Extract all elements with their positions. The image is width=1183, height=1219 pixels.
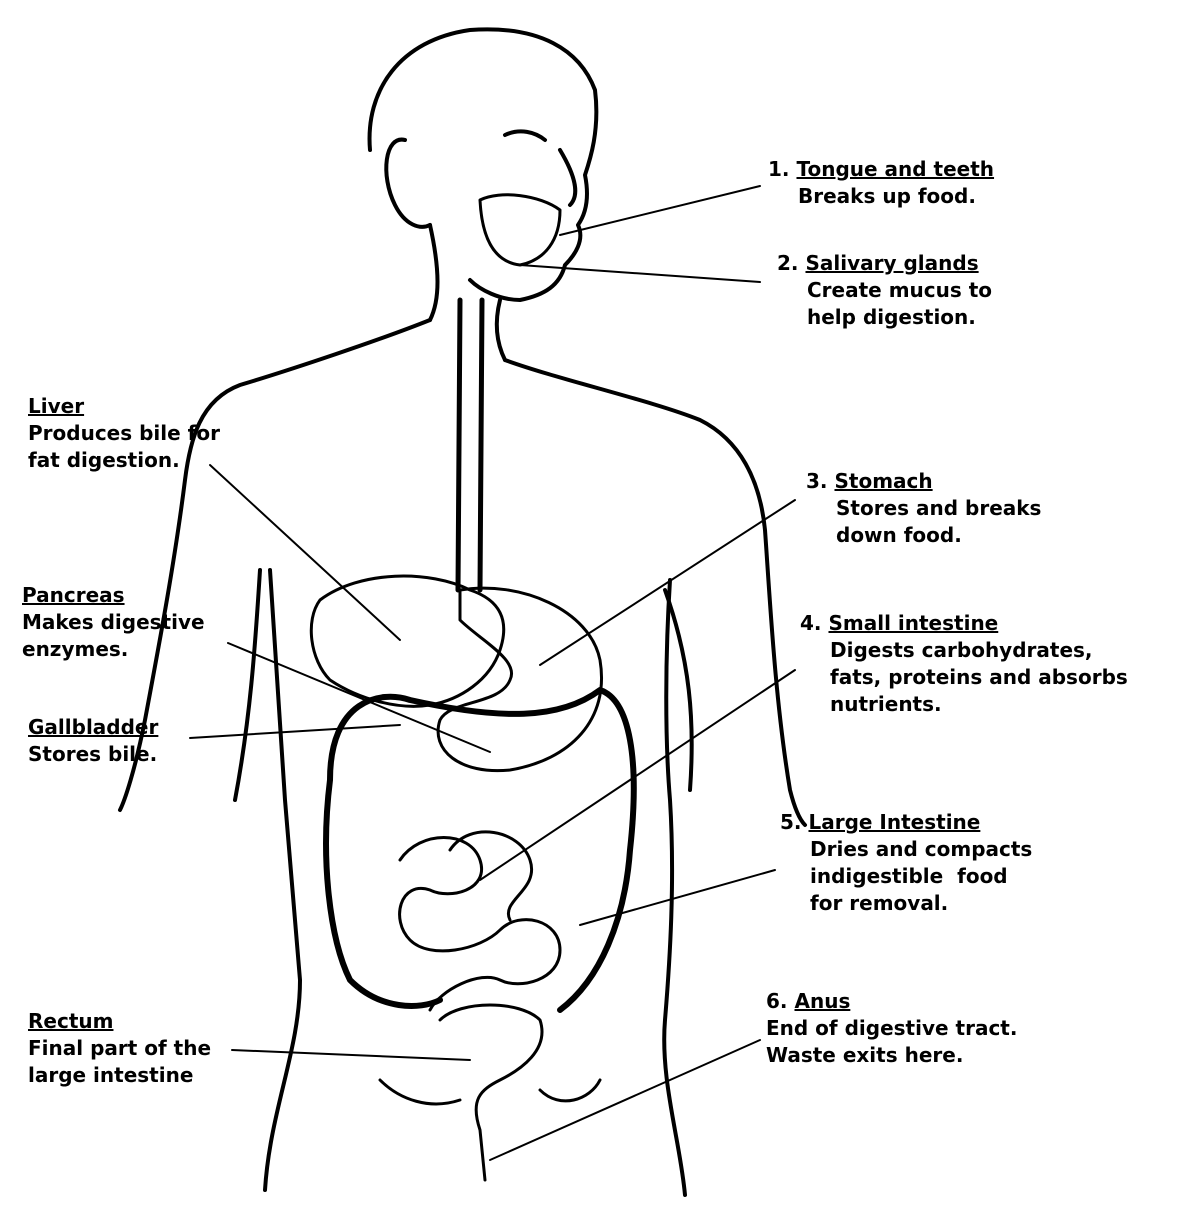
rectum-organ — [438, 1003, 544, 1182]
label-title: Large Intestine — [808, 810, 981, 834]
leader-lines — [189, 185, 796, 1161]
label-number: 3. — [806, 469, 828, 493]
label-title: Stomach — [834, 469, 933, 493]
leader-liver — [209, 464, 401, 641]
label-desc: Create mucus to — [807, 278, 993, 302]
small-intestine — [398, 830, 562, 1012]
leader-pancreas — [227, 642, 491, 753]
label-large-intestine: 5. Large Intestine Dries and compacts in… — [780, 809, 1032, 917]
label-liver: Liver Produces bile for fat digestion. — [28, 393, 220, 474]
pelvis — [378, 1078, 602, 1106]
label-desc: Produces bile for — [28, 421, 220, 445]
esophagus — [455, 297, 485, 593]
leader-salivary — [519, 264, 761, 283]
label-desc: Dries and compacts — [810, 837, 1033, 861]
stomach-organ — [436, 586, 603, 773]
label-title: Liver — [28, 394, 85, 418]
label-anus: 6. Anus End of digestive tract. Waste ex… — [766, 988, 1017, 1069]
eye — [503, 129, 547, 142]
large-intestine — [323, 687, 637, 1013]
right-shoulder — [503, 358, 807, 827]
arm-left-inner — [233, 568, 262, 802]
label-desc: down food. — [836, 523, 962, 547]
leader-tongue — [559, 185, 761, 236]
label-title: Pancreas — [22, 583, 125, 607]
label-number: 4. — [800, 611, 822, 635]
label-desc: Breaks up food. — [798, 184, 976, 208]
label-desc: fat digestion. — [28, 448, 180, 472]
torso-right — [662, 578, 687, 1197]
label-number: 2. — [777, 251, 799, 275]
label-desc: Waste exits here. — [766, 1043, 964, 1067]
ear — [384, 137, 432, 229]
label-small-intestine: 4. Small intestine Digests carbohydrates… — [800, 610, 1128, 718]
label-number: 5. — [780, 810, 802, 834]
label-rectum: Rectum Final part of the large intestine — [28, 1008, 211, 1089]
head-outline — [367, 27, 599, 302]
leader-anus — [489, 1039, 761, 1161]
leader-gallbladder — [189, 724, 401, 739]
nose — [558, 148, 578, 207]
label-title: Anus — [794, 989, 851, 1013]
label-desc: indigestible food — [810, 864, 1008, 888]
label-desc: large intestine — [28, 1063, 194, 1087]
label-title: Small intestine — [828, 611, 999, 635]
leader-large-intestine — [579, 869, 776, 926]
label-desc: help digestion. — [807, 305, 976, 329]
mouth-region — [478, 193, 562, 267]
label-desc: Makes digestive — [22, 610, 205, 634]
label-number: 1. — [768, 157, 790, 181]
label-stomach: 3. Stomach Stores and breaks down food. — [806, 468, 1041, 549]
label-title: Salivary glands — [805, 251, 979, 275]
torso-left — [263, 568, 302, 1192]
leader-stomach — [539, 499, 796, 666]
label-title: Rectum — [28, 1009, 114, 1033]
leader-small-intestine — [479, 669, 796, 881]
label-desc: Stores and breaks — [836, 496, 1042, 520]
label-number: 6. — [766, 989, 788, 1013]
label-gallbladder: Gallbladder Stores bile. — [28, 714, 158, 768]
label-title: Tongue and teeth — [796, 157, 995, 181]
label-desc: Digests carbohydrates, — [830, 638, 1093, 662]
label-desc: Final part of the — [28, 1036, 212, 1060]
label-desc: fats, proteins and absorbs — [830, 665, 1128, 689]
arm-right-inner — [663, 588, 694, 792]
label-desc: nutrients. — [830, 692, 942, 716]
left-shoulder — [118, 318, 432, 812]
label-desc: End of digestive tract. — [766, 1016, 1018, 1040]
label-desc: Stores bile. — [28, 742, 158, 766]
label-desc: enzymes. — [22, 637, 129, 661]
label-salivary-glands: 2. Salivary glands Create mucus to help … — [777, 250, 992, 331]
label-tongue-teeth: 1. Tongue and teeth Breaks up food. — [768, 156, 994, 210]
leader-rectum — [231, 1049, 471, 1061]
neck-left — [428, 223, 440, 322]
label-title: Gallbladder — [28, 715, 159, 739]
label-pancreas: Pancreas Makes digestive enzymes. — [22, 582, 205, 663]
neck-right — [494, 298, 507, 362]
liver-organ — [309, 574, 506, 708]
label-desc: for removal. — [810, 891, 949, 915]
